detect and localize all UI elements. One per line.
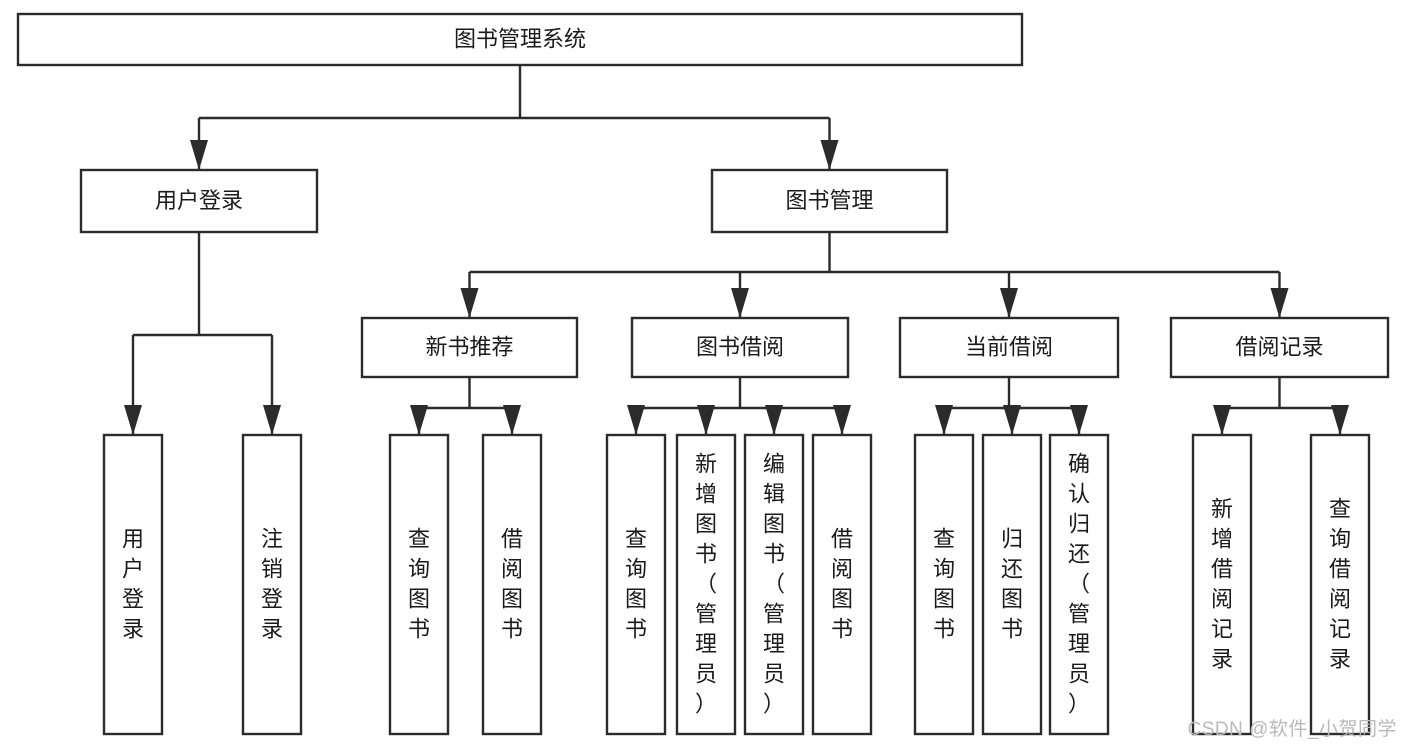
node-label-leaf-return-book: 归还图书	[1001, 527, 1023, 642]
node-leaf-edit-book[interactable]: 编辑图书（管理员）	[743, 433, 805, 736]
edges-layer	[124, 65, 1349, 435]
node-leaf-confirm-return[interactable]: 确认归还（管理员）	[1048, 433, 1110, 736]
arrow-head-icon	[1213, 405, 1231, 435]
node-box-leaf-confirm-return[interactable]	[1048, 433, 1110, 736]
node-box-leaf-borrow-book-2[interactable]	[811, 433, 873, 736]
arrow-head-icon	[935, 405, 953, 435]
arrow-head-icon	[124, 405, 142, 435]
node-label-new-book-rec: 新书推荐	[425, 334, 513, 359]
arrow-head-icon	[1000, 288, 1018, 318]
node-box-book-borrow[interactable]	[630, 316, 850, 379]
node-label-leaf-logout: 注销登录	[261, 527, 283, 642]
arrow-head-icon	[190, 140, 208, 170]
node-box-root[interactable]	[16, 12, 1024, 67]
node-label-leaf-edit-book: 编辑图书（管理员）	[763, 452, 785, 717]
node-box-borrow-record[interactable]	[1169, 316, 1390, 379]
node-box-leaf-logout[interactable]	[241, 433, 303, 736]
arrow-head-icon	[1331, 405, 1349, 435]
node-label-leaf-user-login: 用户登录	[122, 527, 144, 642]
node-label-user-login: 用户登录	[155, 188, 243, 213]
node-label-leaf-confirm-return: 确认归还（管理员）	[1068, 452, 1090, 717]
node-leaf-query-record[interactable]: 查询借阅记录	[1309, 433, 1371, 736]
arrow-head-icon	[627, 405, 645, 435]
node-box-book-manage[interactable]	[710, 168, 949, 234]
node-box-new-book-rec[interactable]	[360, 316, 579, 379]
node-label-leaf-borrow-book-2: 借阅图书	[831, 527, 853, 642]
node-box-leaf-add-record[interactable]	[1191, 433, 1253, 736]
node-leaf-logout[interactable]: 注销登录	[241, 433, 303, 736]
node-label-leaf-query-book-3: 查询图书	[933, 527, 955, 642]
arrow-head-icon	[697, 405, 715, 435]
node-box-leaf-user-login[interactable]	[102, 433, 164, 736]
node-leaf-query-book-2[interactable]: 查询图书	[605, 433, 667, 736]
node-label-current-borrow: 当前借阅	[965, 334, 1053, 359]
node-leaf-user-login[interactable]: 用户登录	[102, 433, 164, 736]
node-label-leaf-add-record: 新增借阅记录	[1211, 497, 1233, 672]
node-label-book-borrow: 图书借阅	[696, 334, 784, 359]
node-new-book-rec[interactable]: 新书推荐	[360, 316, 579, 379]
node-box-leaf-query-book-3[interactable]	[913, 433, 975, 736]
node-leaf-add-record[interactable]: 新增借阅记录	[1191, 433, 1253, 736]
node-leaf-borrow-book-1[interactable]: 借阅图书	[481, 433, 543, 736]
arrow-head-icon	[410, 405, 428, 435]
node-leaf-query-book-3[interactable]: 查询图书	[913, 433, 975, 736]
node-box-leaf-query-book-1[interactable]	[388, 433, 450, 736]
node-box-current-borrow[interactable]	[898, 316, 1120, 379]
node-box-user-login[interactable]	[79, 168, 319, 234]
node-leaf-add-book[interactable]: 新增图书（管理员）	[675, 433, 737, 736]
arrow-head-icon	[263, 405, 281, 435]
node-label-leaf-query-book-2: 查询图书	[625, 527, 647, 642]
node-box-leaf-return-book[interactable]	[981, 433, 1043, 736]
node-leaf-query-book-1[interactable]: 查询图书	[388, 433, 450, 736]
node-borrow-record[interactable]: 借阅记录	[1169, 316, 1390, 379]
node-box-leaf-query-book-2[interactable]	[605, 433, 667, 736]
node-box-leaf-borrow-book-1[interactable]	[481, 433, 543, 736]
node-box-leaf-add-book[interactable]	[675, 433, 737, 736]
node-label-leaf-borrow-book-1: 借阅图书	[501, 527, 523, 642]
node-label-leaf-query-book-1: 查询图书	[408, 527, 430, 642]
node-label-book-manage: 图书管理	[785, 188, 873, 213]
node-leaf-borrow-book-2[interactable]: 借阅图书	[811, 433, 873, 736]
node-current-borrow[interactable]: 当前借阅	[898, 316, 1120, 379]
node-root[interactable]: 图书管理系统	[16, 12, 1024, 67]
csdn-watermark: CSDN @软件_小贺同学	[1187, 719, 1397, 740]
node-user-login[interactable]: 用户登录	[79, 168, 319, 234]
node-box-leaf-edit-book[interactable]	[743, 433, 805, 736]
node-box-leaf-query-record[interactable]	[1309, 433, 1371, 736]
node-book-borrow[interactable]: 图书借阅	[630, 316, 850, 379]
arrow-head-icon	[1270, 288, 1289, 318]
arrow-head-icon	[731, 288, 749, 318]
arrow-head-icon	[1070, 405, 1088, 435]
nodes-layer: 图书管理系统用户登录图书管理新书推荐图书借阅当前借阅借阅记录用户登录注销登录查询…	[16, 12, 1390, 736]
node-leaf-return-book[interactable]: 归还图书	[981, 433, 1043, 736]
node-label-leaf-add-book: 新增图书（管理员）	[695, 452, 717, 717]
node-book-manage[interactable]: 图书管理	[710, 168, 949, 234]
node-label-root: 图书管理系统	[454, 26, 586, 51]
arrow-head-icon	[833, 405, 851, 435]
arrow-head-icon	[460, 288, 479, 318]
arrow-head-icon	[1003, 405, 1021, 435]
arrow-head-icon	[503, 405, 521, 435]
arrow-head-icon	[765, 405, 783, 435]
arrow-head-icon	[820, 140, 839, 170]
node-label-borrow-record: 借阅记录	[1235, 334, 1323, 359]
node-label-leaf-query-record: 查询借阅记录	[1329, 497, 1351, 672]
